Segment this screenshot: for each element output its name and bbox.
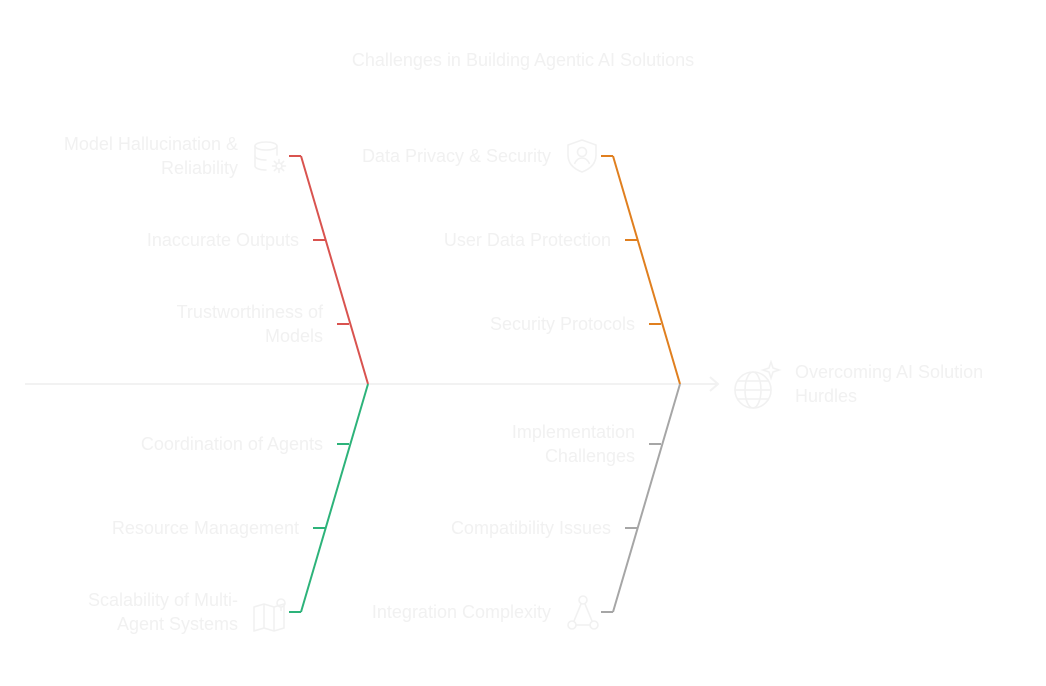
label-line: Inaccurate Outputs: [146, 230, 299, 250]
label-line: User Data Protection: [443, 230, 611, 250]
cause-trustworthiness: Trustworthiness of Models: [177, 300, 323, 348]
label-line: Trustworthiness of: [176, 302, 323, 322]
bone-model-hallucination: [300, 155, 369, 385]
label-line: Agent Systems: [116, 614, 238, 634]
label-line: Integration Complexity: [371, 602, 551, 622]
label-line: Implementation: [511, 422, 635, 442]
label-line: Hurdles: [795, 386, 858, 406]
cause-resource-management: Resource Management: [112, 516, 299, 540]
label-line: Data Privacy & Security: [361, 146, 551, 166]
branch-title-scalability: Scalability of Multi- Agent Systems: [88, 588, 238, 636]
network-nodes-icon: [567, 595, 599, 630]
branch-title-data-privacy: Data Privacy & Security: [362, 144, 551, 168]
label-line: Challenges: [544, 446, 635, 466]
diagram-title: Challenges in Building Agentic AI Soluti…: [351, 50, 695, 70]
label-line: Coordination of Agents: [140, 434, 323, 454]
head-label: Overcoming AI Solution Hurdles: [795, 360, 983, 408]
label-line: Compatibility Issues: [450, 518, 611, 538]
label-line: Reliability: [160, 158, 238, 178]
database-gear-icon: [254, 141, 287, 174]
label-line: Security Protocols: [489, 314, 635, 334]
label-line: Scalability of Multi-: [87, 590, 238, 610]
cause-inaccurate-outputs: Inaccurate Outputs: [147, 228, 299, 252]
cause-user-data-protection: User Data Protection: [444, 228, 611, 252]
label-line: Models: [264, 326, 323, 346]
map-pin-icon: [253, 598, 286, 632]
label-line: Overcoming AI Solution: [795, 362, 984, 382]
spine-arrowhead: [709, 376, 720, 392]
label-line: Resource Management: [111, 518, 299, 538]
cause-security-protocols: Security Protocols: [490, 312, 635, 336]
cause-coordination-of-agents: Coordination of Agents: [141, 432, 323, 456]
bone-data-privacy: [612, 155, 681, 385]
branch-title-model-hallucination: Model Hallucination & Reliability: [64, 132, 238, 180]
bone-integration: [612, 383, 681, 613]
globe-sparkle-icon: [734, 360, 782, 409]
cause-implementation-challenges: Implementation Challenges: [512, 420, 635, 468]
cause-compatibility-issues: Compatibility Issues: [451, 516, 611, 540]
label-line: Model Hallucination &: [63, 134, 238, 154]
shield-user-icon: [567, 139, 597, 173]
bone-scalability: [300, 383, 369, 613]
branch-title-integration: Integration Complexity: [372, 600, 551, 624]
